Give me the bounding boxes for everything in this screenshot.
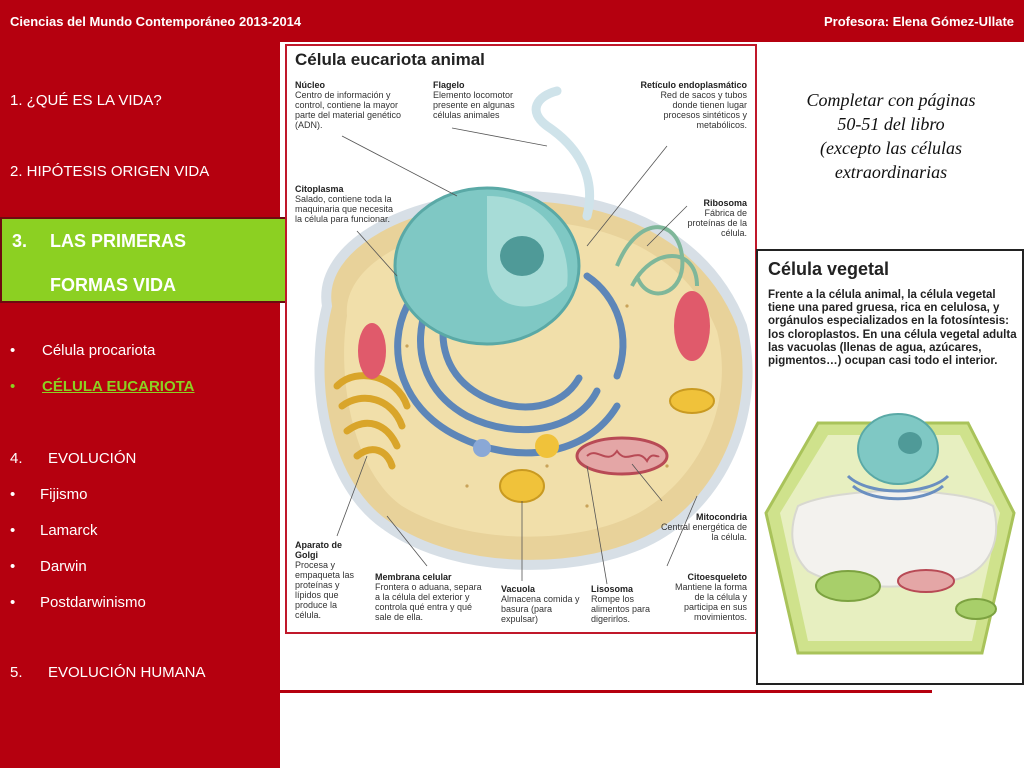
item-number: 4. [10, 450, 23, 467]
plant-cell-description: Frente a la célula animal, la célula veg… [768, 289, 1017, 368]
bullet-icon: • [10, 522, 16, 539]
course-title: Ciencias del Mundo Contemporáneo 2013-20… [10, 13, 302, 29]
sidebar-item-label: Darwin [40, 558, 87, 575]
plant-cell-illustration [764, 413, 1016, 655]
label-vacuola: Vacuola Almacena comida y basura (para e… [501, 584, 580, 624]
bullet-icon: • [10, 594, 16, 611]
bullet-icon: • [10, 486, 16, 503]
label-citoplasma: Citoplasma Salado, contiene toda la maqu… [295, 184, 394, 224]
teacher-name: Profesora: Elena Gómez-Ullate [824, 13, 1014, 29]
bullet-icon: • [10, 342, 16, 359]
label-membrana: Membrana celular Frontera o aduana, sepa… [375, 572, 482, 622]
label-nucleo: Núcleo Centro de información y control, … [295, 80, 402, 130]
sidebar-item-postdarwinismo[interactable]: • Postdarwinismo [10, 594, 146, 611]
sidebar-item-evolucion[interactable]: 4. EVOLUCIÓN [10, 450, 136, 467]
item-number: 5. [10, 664, 23, 681]
instruction-note: Completar con páginas 50-51 del libro (e… [806, 90, 976, 182]
sidebar-item-darwin[interactable]: • Darwin [10, 558, 87, 575]
sidebar-item-procariota[interactable]: • Célula procariota [10, 342, 155, 359]
sidebar-item-evolucion-humana[interactable]: 5. EVOLUCIÓN HUMANA [10, 664, 206, 681]
label-lisosoma: Lisosoma Rompe los alimentos para digeri… [591, 584, 651, 624]
animal-cell-panel: Célula eucariota animal [285, 44, 757, 634]
plant-cell-title: Célula vegetal [768, 259, 890, 279]
active-line2: FORMAS VIDA [50, 275, 176, 295]
active-number: 3. [12, 231, 28, 251]
sidebar-item-label: Lamarck [40, 522, 98, 539]
animal-cell-title: Célula eucariota animal [295, 50, 485, 69]
sidebar: 1. ¿QUÉ ES LA VIDA? 2. HIPÓTESIS ORIGEN … [0, 42, 287, 768]
header-bar: Ciencias del Mundo Contemporáneo 2013-20… [0, 0, 1024, 42]
sidebar-item-fijismo[interactable]: • Fijismo [10, 486, 88, 503]
label-golgi: Aparato de Golgi Procesa y empaqueta las… [295, 540, 355, 620]
label-mitocondria: Mitocondria Central energética de la cél… [660, 512, 747, 542]
label-ribosoma: Ribosoma Fábrica de proteínas de la célu… [687, 198, 747, 238]
bullet-icon: • [10, 378, 16, 395]
animal-cell-illustration [314, 86, 753, 585]
label-reticulo: Retículo endoplasmático Red de sacos y t… [640, 80, 747, 130]
label-citoesqueleto: Citoesqueleto Mantiene la forma de la cé… [674, 572, 747, 622]
sidebar-item-hipotesis[interactable]: 2. HIPÓTESIS ORIGEN VIDA [10, 163, 210, 180]
sidebar-item-label: EVOLUCIÓN [48, 450, 137, 467]
label-flagelo: Flagelo Elemento locomotor presente en a… [433, 80, 515, 120]
sidebar-item-label: CÉLULA EUCARIOTA [42, 378, 195, 395]
sidebar-item-lamarck[interactable]: • Lamarck [10, 522, 98, 539]
sidebar-item-label: Postdarwinismo [40, 594, 146, 611]
active-line1: LAS PRIMERAS [50, 231, 187, 251]
sidebar-item-label: EVOLUCIÓN HUMANA [48, 664, 206, 681]
plant-cell-panel: Célula vegetal Frente a la célula animal… [756, 249, 1024, 685]
sidebar-item-primeras-formas-active[interactable]: 3. LAS PRIMERAS FORMAS VIDA [0, 217, 287, 303]
sidebar-item-que-es-la-vida[interactable]: 1. ¿QUÉ ES LA VIDA? [10, 92, 162, 109]
sidebar-item-label: Fijismo [40, 486, 88, 503]
sidebar-item-label: Célula procariota [42, 342, 156, 359]
bullet-icon: • [10, 558, 16, 575]
sidebar-item-eucariota[interactable]: • CÉLULA EUCARIOTA [10, 378, 195, 395]
divider-line [280, 690, 932, 693]
